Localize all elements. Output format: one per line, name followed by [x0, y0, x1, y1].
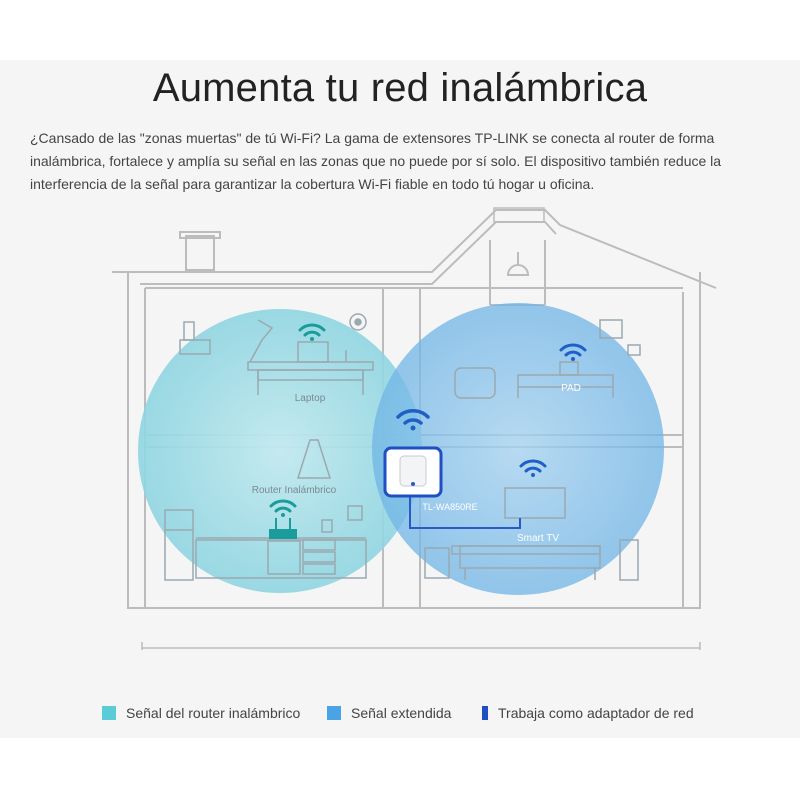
wifi-icon-laptop: [298, 323, 326, 341]
room-furniture: [164, 313, 641, 581]
legend-label-router: Señal del router inalámbrico: [126, 705, 301, 721]
extender-device-icon: [383, 446, 443, 498]
laptop-label: Laptop: [295, 393, 326, 404]
router-label: Router Inalámbrico: [252, 485, 337, 496]
pad-label: PAD: [561, 383, 581, 394]
smart-tv-label: Smart TV: [517, 533, 559, 544]
adapter-link-line: [409, 490, 521, 529]
legend-swatch-extended: [327, 706, 341, 720]
legend-item-router-signal: Señal del router inalámbrico: [102, 705, 300, 721]
extender-model-label: TL-WA850RE: [422, 502, 477, 512]
router-device-icon: [269, 518, 297, 539]
wifi-icon-router: [269, 499, 297, 517]
legend-label-adapter: Trabaja como adaptador de red: [498, 705, 694, 721]
page-title: Aumenta tu red inalámbrica: [152, 66, 648, 110]
legend-item-extended-signal: Señal extendida: [327, 705, 451, 721]
legend-label-extended: Señal extendida: [351, 705, 452, 721]
extended-signal-zone: [372, 303, 664, 595]
wifi-icon-tv: [519, 459, 547, 477]
coverage-illustration: Laptop Router Inalámbrico PAD Smart TV T…: [112, 207, 717, 650]
legend: Señal del router inalámbrico Señal exten…: [0, 705, 800, 729]
intro-paragraph: ¿Cansado de las "zonas muertas" de tú Wi…: [30, 130, 722, 192]
legend-item-adapter: Trabaja como adaptador de red: [482, 705, 694, 721]
wifi-icon-pad: [559, 343, 587, 361]
wifi-icon-extender: [396, 409, 430, 431]
legend-swatch-adapter: [482, 706, 488, 720]
legend-swatch-router: [102, 706, 116, 720]
